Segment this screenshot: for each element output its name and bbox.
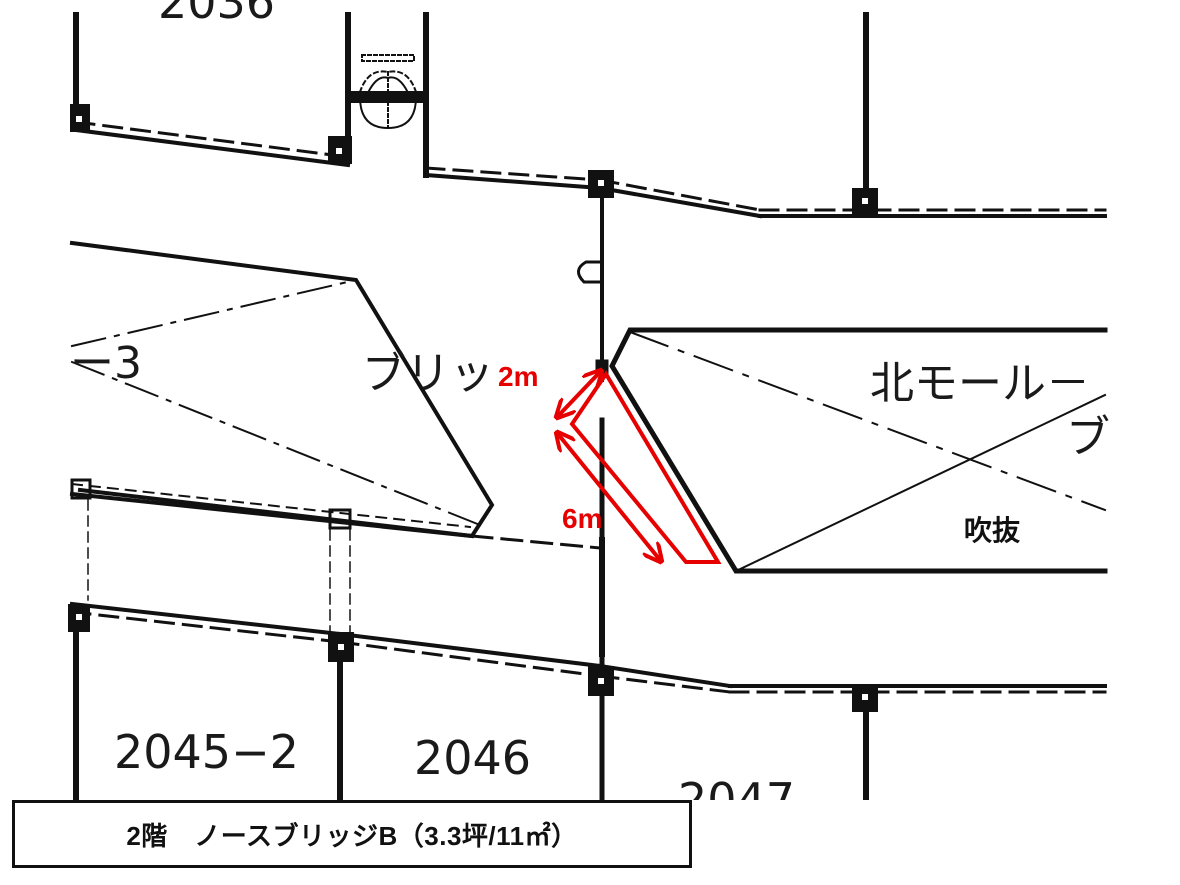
void-label: 吹抜: [964, 514, 1021, 547]
highlighted-area: [558, 372, 722, 562]
room-label-2046: 2046: [414, 731, 531, 785]
top-store-walls: [73, 12, 1107, 219]
north-mall-label-2: ブ: [1066, 412, 1110, 463]
center-partition: [577, 194, 609, 800]
left-void-label: ー3: [70, 338, 142, 389]
left-lower-walls: [69, 482, 602, 641]
room-label-2045-2: 2045−2: [114, 725, 299, 779]
top-columns: [70, 104, 878, 216]
caption-text: 2階 ノースブリッジB（3.3坪/11㎡）: [126, 820, 578, 851]
plan-drawing: 2036 ー3 ブリッ 北モール－ ブ 吹抜 2m 6m 2045−2 2046…: [68, 0, 1110, 800]
bottom-column-marks: [76, 614, 868, 700]
width-dimension-label: 2m: [498, 361, 538, 392]
bottom-store-dashes: [70, 610, 1107, 694]
right-void: [609, 327, 1108, 574]
top-column-marks: [76, 116, 868, 204]
double-door: [351, 54, 425, 130]
north-mall-label: 北モール－: [870, 358, 1090, 409]
room-label-2047: 2047: [678, 773, 795, 800]
bridge-label: ブリッ: [362, 348, 494, 399]
top-store-dashes: [74, 120, 1107, 212]
floor-plan: 2036 ー3 ブリッ 北モール－ ブ 吹抜 2m 6m 2045−2 2046…: [68, 0, 1110, 800]
length-dimension-label: 6m: [562, 503, 602, 534]
bottom-columns: [68, 604, 878, 712]
caption-box: 2階 ノースブリッジB（3.3坪/11㎡）: [12, 800, 692, 868]
length-dimension-arrow: [558, 434, 660, 560]
left-lower-columns: [70, 478, 352, 530]
room-label-top-left: 2036: [158, 0, 275, 29]
width-dimension-arrow: [558, 372, 600, 416]
